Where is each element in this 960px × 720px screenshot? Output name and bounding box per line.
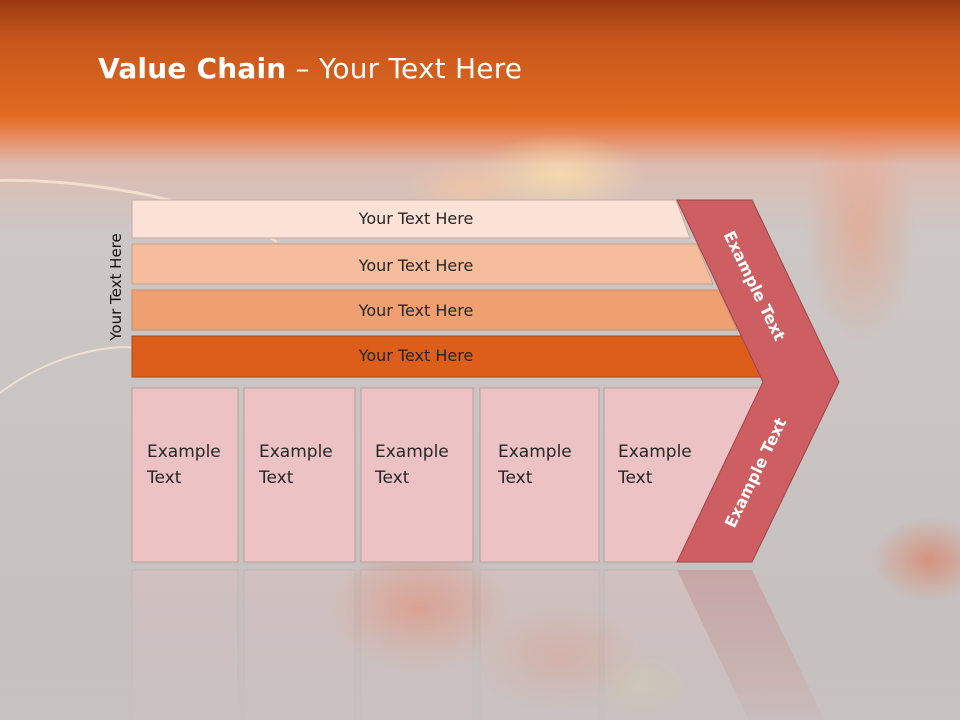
box-5-label: Example Text bbox=[618, 439, 692, 491]
bar-1-shape bbox=[131, 199, 691, 239]
box-2-line-2: Text bbox=[259, 468, 294, 488]
box-5-line-1: Example bbox=[618, 442, 692, 462]
bar-1-label: Your Text Here bbox=[358, 209, 474, 228]
box-5-line-2: Text bbox=[618, 468, 653, 488]
box-4-shape bbox=[479, 387, 600, 563]
bar-2-label: Your Text Here bbox=[358, 256, 474, 275]
box-2-label: Example Text bbox=[259, 439, 333, 491]
box-4-line-2: Text bbox=[498, 468, 533, 488]
box-4-line-1: Example bbox=[498, 442, 572, 462]
box-3-line-2: Text bbox=[375, 468, 410, 488]
box-1-label: Example Text bbox=[147, 439, 221, 491]
bar-2-shape bbox=[131, 243, 714, 285]
box-1-line-2: Text bbox=[147, 468, 182, 488]
box-3-label: Example Text bbox=[375, 439, 449, 491]
bar-3-label: Your Text Here bbox=[358, 301, 474, 320]
box-2-shape bbox=[243, 387, 356, 563]
box-1-shape bbox=[131, 387, 239, 563]
slide-title: Value Chain – Your Text Here bbox=[98, 52, 522, 85]
box-3-shape bbox=[360, 387, 474, 563]
chevron-arrow-shape bbox=[676, 199, 840, 563]
box-4-label: Example Text bbox=[498, 439, 572, 491]
title-bold: Value Chain bbox=[98, 52, 287, 85]
box-3-line-1: Example bbox=[375, 442, 449, 462]
title-rest: – Your Text Here bbox=[286, 52, 523, 85]
bar-3-shape bbox=[131, 289, 738, 331]
box-2-line-1: Example bbox=[259, 442, 333, 462]
bar-4-label: Your Text Here bbox=[358, 346, 474, 365]
box-1-line-1: Example bbox=[147, 442, 221, 462]
